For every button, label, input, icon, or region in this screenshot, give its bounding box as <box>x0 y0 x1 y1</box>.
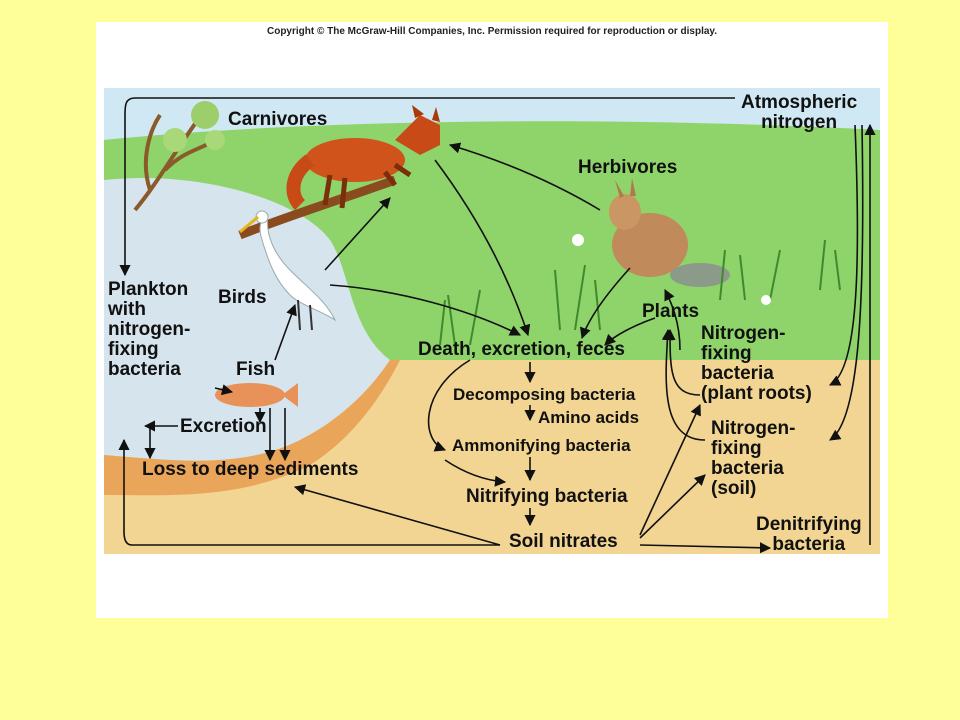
label-nitrifying-bacteria: Nitrifying bacteria <box>466 486 628 507</box>
label-plankton: Plankton with nitrogen- fixing bacteria <box>108 279 191 380</box>
label-ammonifying-bacteria: Ammonifying bacteria <box>452 436 631 455</box>
arrow-carnivores-to-death <box>434 159 531 337</box>
rabbit-illustration <box>609 178 730 287</box>
fallen-log <box>238 175 397 240</box>
arrow-nitrates-to-root-bacteria <box>639 403 701 536</box>
copyright-notice: Copyright © The McGraw-Hill Companies, I… <box>266 26 718 37</box>
label-carnivores: Carnivores <box>228 109 328 130</box>
label-atmospheric-nitrogen: Atmospheric nitrogen <box>741 92 858 133</box>
label-amino-acids: Amino acids <box>538 408 640 427</box>
arrow-root-bacteria-to-plants <box>664 288 681 351</box>
arrow-atmosphere-to-soil-bacteria <box>829 124 864 441</box>
label-herbivores: Herbivores <box>578 157 678 178</box>
arrow-herbivores-to-carnivores <box>448 142 601 211</box>
arrow-herbivores-to-death <box>580 267 631 340</box>
deep-sediments <box>104 360 400 496</box>
arrow-death-to-ammonifying <box>427 359 471 452</box>
label-birds: Birds <box>218 287 267 308</box>
label-denitrifying-bacteria: Denitrifying bacteria <box>756 514 862 555</box>
grass-plants-illustration <box>439 239 841 346</box>
arrow-nitrates-to-sediments <box>293 484 501 546</box>
flower-icon <box>761 295 771 305</box>
pond-water <box>104 178 390 360</box>
label-excretion: Excretion <box>180 416 267 437</box>
fox-illustration <box>286 105 440 210</box>
arrow-nitrates-to-soil-bacteria <box>639 474 706 539</box>
flower-icon <box>572 234 584 246</box>
arrow-plankton-to-fish <box>214 384 234 396</box>
arrow-ammonifying-to-nitrifying-side <box>444 459 507 487</box>
arrow-nitrates-to-denitrifying <box>639 542 772 554</box>
label-nitrogen-fixing-plant-roots: Nitrogen- fixing bacteria (plant roots) <box>701 323 812 404</box>
arrow-atmosphere-to-plankton <box>119 97 735 277</box>
arrow-nitrates-to-plankton <box>118 438 500 546</box>
label-decomposing-bacteria: Decomposing bacteria <box>453 385 636 404</box>
pond-deep-water <box>104 360 390 461</box>
label-fish: Fish <box>236 359 276 380</box>
arrow-root-bacteria-to-plants-2 <box>664 328 701 396</box>
arrow-atmosphere-to-root-bacteria <box>828 124 859 386</box>
egret-illustration <box>239 210 337 331</box>
arrow-soil-bacteria-to-plants <box>661 328 706 441</box>
tree-illustration <box>133 101 225 212</box>
arrow-birds-to-carnivores <box>324 197 391 271</box>
arrow-plants-to-death <box>604 317 656 346</box>
label-plants: Plants <box>642 301 700 322</box>
label-nitrogen-fixing-soil: Nitrogen- fixing bacteria (soil) <box>711 418 796 499</box>
label-death-excretion-feces: Death, excretion, feces <box>418 339 625 360</box>
arrow-birds-to-death <box>329 284 522 336</box>
arrow-fish-to-birds <box>274 303 297 361</box>
label-loss-to-deep-sediments: Loss to deep sediments <box>142 459 359 480</box>
cycle-arrows <box>118 97 876 554</box>
label-soil-nitrates: Soil nitrates <box>509 531 618 552</box>
